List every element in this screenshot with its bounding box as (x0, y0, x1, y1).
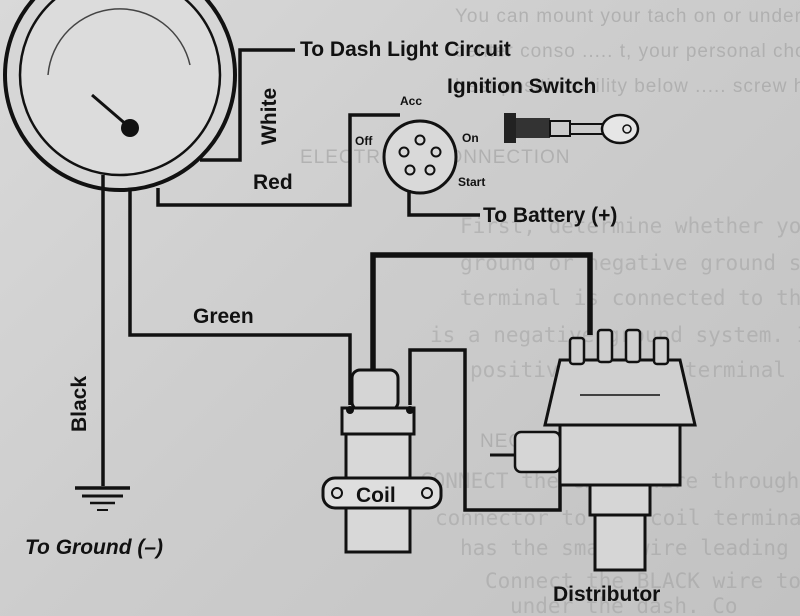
on-label: On (462, 131, 479, 145)
coil-label: Coil (356, 484, 396, 507)
bg-line-1: You can mount your tach on or under the … (455, 6, 800, 27)
bg-line-5: First, determine whether your electrical… (460, 214, 800, 238)
bg-line-8: is a negative ground system. It is a pos… (430, 323, 800, 347)
battery-label: To Battery (+) (483, 204, 617, 227)
white-wire-label: White (258, 88, 281, 145)
black-wire-label: Black (68, 376, 91, 432)
coil-to-distributor-lead (370, 252, 593, 375)
bg-line-7: terminal is connected to the engine bloc… (460, 286, 800, 310)
red-wire (156, 113, 400, 207)
start-label: Start (458, 175, 485, 189)
gauge-pivot (121, 119, 139, 137)
ground-icon (75, 486, 130, 511)
tachometer-gauge (3, 0, 237, 192)
white-wire (200, 48, 295, 162)
distributor-label: Distributor (553, 583, 660, 606)
bg-line-14: Connect the BLACK wire to (485, 569, 800, 593)
ignition-switch (382, 119, 458, 195)
off-label: Off (355, 134, 373, 148)
coil-primary-wire (408, 348, 562, 512)
red-wire-label: Red (253, 171, 293, 194)
ignition-key-icon (504, 113, 640, 145)
green-wire-label: Green (193, 305, 254, 328)
distributor (490, 328, 697, 572)
ground-label: To Ground (–) (25, 536, 163, 559)
ignition-coil (321, 368, 443, 554)
bg-line-2: center conso ..... t, your personal cho (455, 41, 800, 62)
bg-line-15: under the dash. Co (510, 594, 738, 616)
dash-light-label: To Dash Light Circuit (300, 38, 511, 61)
ignition-switch-label: Ignition Switch (447, 75, 596, 98)
acc-label: Acc (400, 94, 422, 108)
green-wire (128, 188, 352, 405)
battery-wire (407, 190, 480, 217)
bg-line-3: best positi ..... ility below ..... scre… (455, 76, 800, 97)
gauge-needle (91, 93, 129, 128)
